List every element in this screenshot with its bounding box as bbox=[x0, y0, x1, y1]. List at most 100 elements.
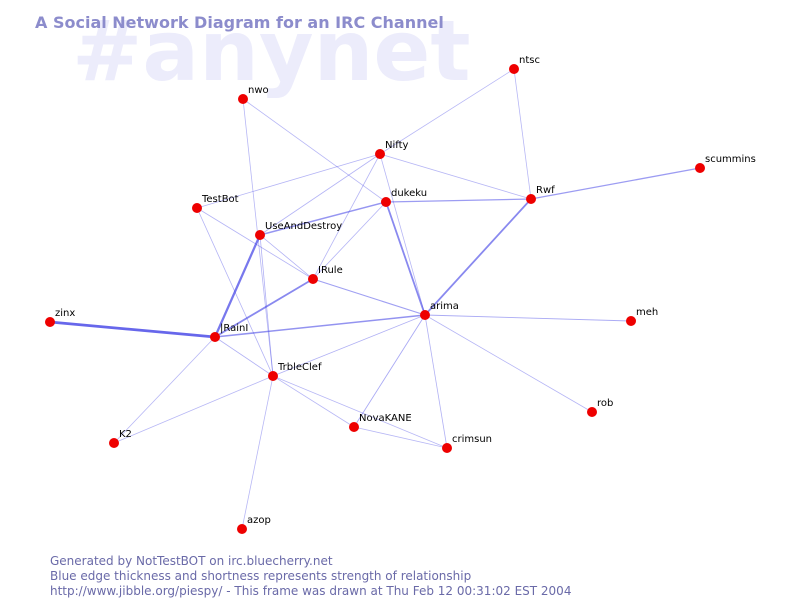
edge-trbleclef-crimsun bbox=[272, 375, 448, 449]
node-label: UseAndDestroy bbox=[265, 221, 342, 232]
node-dot bbox=[509, 64, 519, 74]
node-meh: meh bbox=[626, 307, 658, 326]
edge-testbot-irule bbox=[196, 207, 314, 280]
footer-generated-by: Generated by NotTestBOT on irc.bluecherr… bbox=[50, 554, 333, 568]
node-ntsc: ntsc bbox=[509, 55, 540, 74]
node-dukeku: dukeku bbox=[381, 188, 427, 207]
node-dot bbox=[308, 274, 318, 284]
channel-watermark: #anynet bbox=[72, 2, 471, 100]
node-rwf: Rwf bbox=[526, 185, 555, 204]
node-label: crimsun bbox=[452, 434, 492, 445]
footer-url-timestamp: http://www.jibble.org/piespy/ - This fra… bbox=[50, 584, 571, 598]
edge-irain-arima bbox=[214, 314, 426, 338]
node-dot bbox=[255, 230, 265, 240]
node-label: azop bbox=[247, 515, 271, 526]
node-dot bbox=[210, 332, 220, 342]
edge-ntsc-rwf bbox=[513, 68, 532, 200]
node-dot bbox=[420, 310, 430, 320]
node-dot bbox=[45, 317, 55, 327]
node-dot bbox=[695, 163, 705, 173]
node-label: dukeku bbox=[391, 188, 427, 199]
edge-dukeku-irule bbox=[312, 201, 387, 280]
node-arima: arima bbox=[420, 301, 459, 320]
edge-useanddestroy-nifty bbox=[259, 153, 381, 236]
node-dot bbox=[192, 203, 202, 213]
diagram-title: A Social Network Diagram for an IRC Chan… bbox=[35, 13, 444, 32]
edge-irain-k2 bbox=[113, 336, 216, 444]
node-azop: azop bbox=[237, 515, 271, 534]
node-label: K2 bbox=[119, 429, 132, 440]
edge-dukeku-rwf bbox=[385, 198, 532, 203]
edge-irain-irule bbox=[214, 278, 314, 338]
node-label: NovaKANE bbox=[359, 413, 412, 424]
edge-zinx-irain bbox=[48, 320, 217, 339]
node-dot bbox=[442, 443, 452, 453]
node-irain: |RainI bbox=[210, 323, 248, 342]
edge-testbot-trbleclef bbox=[196, 207, 274, 377]
node-label: Rwf bbox=[536, 185, 555, 196]
node-testbot: TestBot bbox=[192, 194, 239, 213]
footer-legend-note: Blue edge thickness and shortness repres… bbox=[50, 569, 471, 583]
node-dot bbox=[268, 371, 278, 381]
node-nifty: Nifty bbox=[375, 140, 409, 159]
edge-nifty-ntsc bbox=[379, 68, 515, 155]
node-label: nwo bbox=[248, 85, 269, 96]
edge-nifty-arima bbox=[379, 153, 426, 316]
edge-irain-trbleclef bbox=[214, 336, 274, 377]
node-rob: rob bbox=[587, 398, 613, 417]
node-label: IRule bbox=[318, 265, 343, 276]
edge-useanddestroy-dukeku bbox=[259, 201, 387, 236]
edge-nifty-irule bbox=[312, 153, 381, 280]
node-scummins: scummins bbox=[695, 154, 756, 173]
node-dot bbox=[626, 316, 636, 326]
node-label: |RainI bbox=[220, 323, 248, 334]
node-novakane: NovaKANE bbox=[349, 413, 412, 432]
node-useanddestroy: UseAndDestroy bbox=[255, 221, 342, 240]
edge-nifty-rwf bbox=[379, 153, 532, 200]
node-dot bbox=[349, 422, 359, 432]
edge-useanddestroy-trbleclef bbox=[259, 234, 274, 377]
edge-trbleclef-k2 bbox=[113, 375, 274, 444]
node-dot bbox=[381, 197, 391, 207]
edge-trbleclef-novakane bbox=[272, 375, 355, 428]
edge-testbot-nifty bbox=[196, 153, 381, 209]
edges-layer bbox=[48, 68, 701, 530]
node-dot bbox=[109, 438, 119, 448]
edge-rwf-arima bbox=[424, 198, 532, 316]
node-label: arima bbox=[430, 301, 459, 312]
edge-arima-trbleclef bbox=[272, 314, 426, 377]
edge-irule-arima bbox=[312, 278, 426, 316]
node-dot bbox=[237, 524, 247, 534]
node-dot bbox=[238, 94, 248, 104]
node-label: ntsc bbox=[519, 55, 540, 66]
node-k2: K2 bbox=[109, 429, 132, 448]
edge-nwo-dukeku bbox=[242, 98, 387, 203]
node-trbleclef: TrbleClef bbox=[268, 362, 322, 381]
node-label: scummins bbox=[705, 154, 756, 165]
node-dot bbox=[375, 149, 385, 159]
node-dot bbox=[526, 194, 536, 204]
edge-arima-novakane bbox=[353, 314, 426, 428]
node-label: zinx bbox=[55, 308, 75, 319]
node-label: rob bbox=[597, 398, 613, 409]
node-label: TestBot bbox=[201, 194, 239, 205]
edge-novakane-crimsun bbox=[353, 426, 448, 449]
node-label: meh bbox=[636, 307, 658, 318]
node-dot bbox=[587, 407, 597, 417]
edge-trbleclef-azop bbox=[241, 375, 274, 530]
edge-dukeku-arima bbox=[385, 201, 426, 316]
edge-rwf-scummins bbox=[530, 167, 701, 200]
node-crimsun: crimsun bbox=[442, 434, 492, 453]
node-irule: IRule bbox=[308, 265, 343, 284]
edge-arima-rob bbox=[424, 314, 593, 413]
edge-useanddestroy-irule bbox=[259, 234, 314, 280]
node-nwo: nwo bbox=[238, 85, 269, 104]
edge-irain-useanddestroy bbox=[213, 233, 262, 339]
node-zinx: zinx bbox=[45, 308, 75, 327]
edge-arima-meh bbox=[424, 314, 632, 322]
edge-arima-crimsun bbox=[424, 314, 448, 449]
node-label: TrbleClef bbox=[277, 362, 322, 373]
node-label: Nifty bbox=[385, 140, 409, 151]
